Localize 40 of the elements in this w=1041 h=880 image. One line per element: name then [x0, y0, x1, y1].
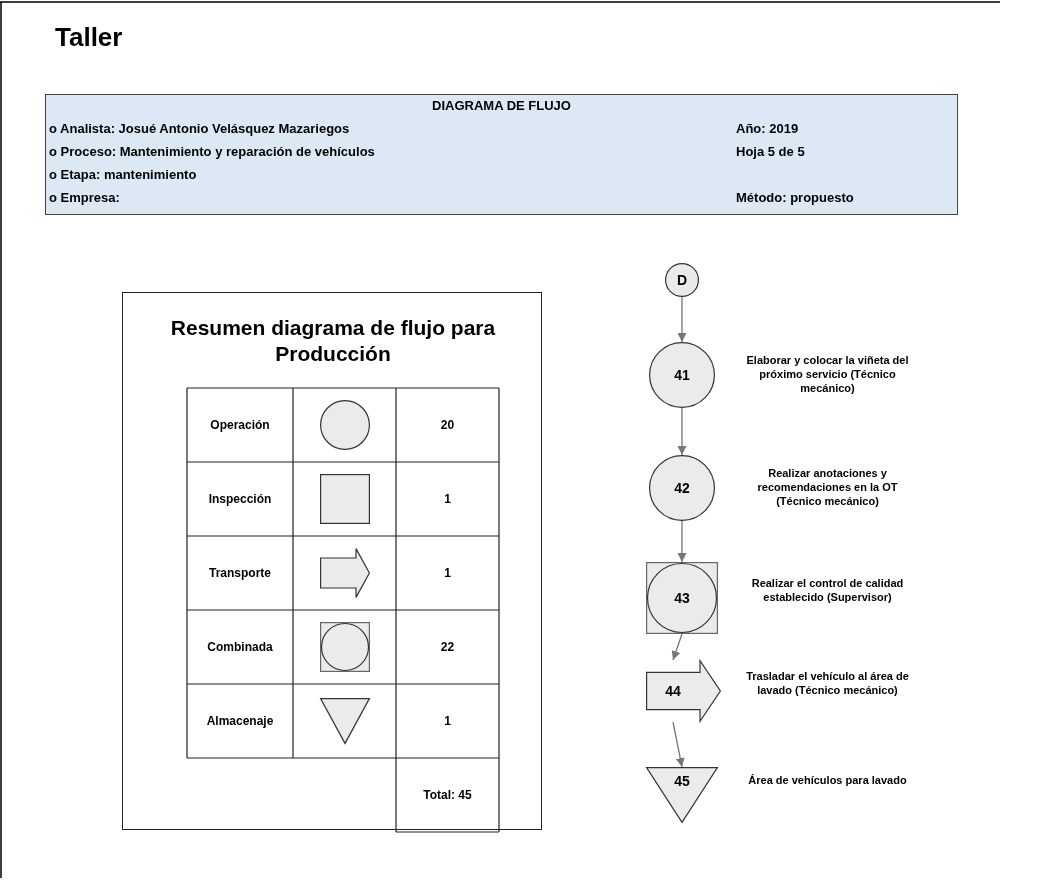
arrow [677, 407, 687, 456]
row-label: Almacenaje [205, 714, 275, 728]
count-value: 1 [443, 492, 452, 506]
header-band [45, 94, 958, 215]
summary-panel [122, 292, 542, 830]
header-field: o Analista: Josué Antonio Velásquez Mazariegos [49, 121, 350, 137]
header-field: Método: propuesto [736, 190, 854, 206]
row-label: Transporte [208, 566, 272, 580]
count-value: 1 [443, 566, 452, 580]
step-description: Realizar el control de calidad establecido (Supervisor) [750, 576, 905, 604]
arrow [677, 296, 687, 343]
step-description: Realizar anotaciones y recomendaciones en la OT (Técnico mecánico) [756, 466, 899, 508]
arrow [671, 633, 683, 661]
header-title: DIAGRAMA DE FLUJO [431, 98, 572, 114]
header-field: Hoja 5 de 5 [736, 144, 805, 160]
step-number: D [675, 272, 689, 288]
count-value: 22 [439, 640, 456, 654]
step-description: Trasladar el vehículo al área de lavado (Técnico mecánico) [745, 669, 910, 697]
header-field: o Empresa: [49, 190, 120, 206]
arrow [677, 520, 687, 563]
operation-circle [665, 263, 699, 297]
step-number: 44 [664, 683, 682, 699]
page-title: Taller [55, 22, 123, 53]
step-description: Área de vehículos para lavado [747, 773, 908, 787]
arrow [672, 721, 685, 768]
header-field: o Proceso: Mantenimiento y reparación de vehículos [49, 144, 375, 160]
step-number: 43 [673, 590, 691, 606]
count-value: 20 [439, 418, 456, 432]
row-label: Combinada [206, 640, 274, 654]
step-number: 45 [673, 773, 691, 789]
header-field: o Etapa: mantenimiento [49, 167, 197, 183]
header-field: Año: 2019 [736, 121, 799, 137]
total-value: Total: 45 [422, 788, 473, 802]
row-label: Inspección [207, 492, 273, 506]
count-value: 1 [443, 714, 452, 728]
panel-title: Resumen diagrama de flujo para Producción [169, 315, 497, 367]
step-number: 42 [673, 480, 691, 496]
step-number: 41 [673, 367, 691, 383]
step-description: Elaborar y colocar la viñeta del próximo servicio (Técnico mecánico) [745, 353, 910, 395]
row-label: Operación [209, 418, 271, 432]
